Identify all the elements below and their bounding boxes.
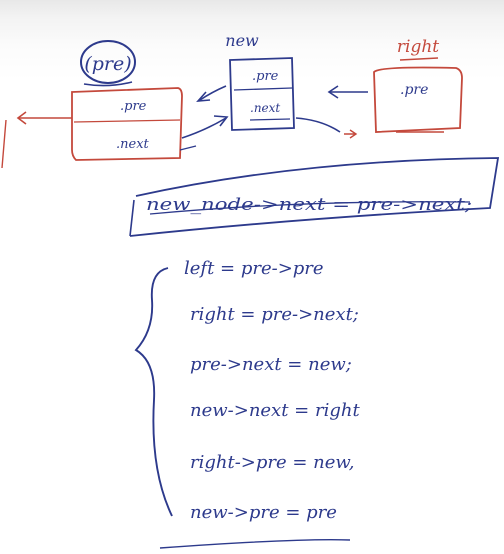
pre-next-arrow — [181, 117, 227, 139]
left-brace — [134, 267, 173, 517]
step-6: new->pre = pre — [190, 502, 337, 523]
middle-node-field-pre: .pre — [252, 69, 279, 84]
left-node-arrowhead — [16, 111, 27, 125]
step-4: new->next = right — [190, 400, 360, 421]
step-1: left = pre->pre — [184, 258, 324, 279]
left-node-field-next: .next — [116, 137, 150, 152]
left-edge-stroke — [1, 119, 7, 169]
middle-node-box — [229, 57, 295, 131]
pre-next-arrowhead — [213, 115, 229, 127]
right-node-label: right — [397, 37, 439, 57]
step-5: right->pre = new, — [190, 452, 354, 473]
statement-box-outline — [129, 157, 500, 237]
left-node-label: (pre) — [84, 53, 131, 75]
right-node-field-pre: .pre — [400, 82, 428, 98]
new-next-arrow-tail — [344, 129, 358, 139]
right-pre-arrowhead — [327, 85, 339, 99]
step-list: left = pre->pre right = pre->next; pre->… — [184, 258, 360, 523]
right-node: right .pre — [295, 37, 463, 139]
left-node: (pre) .pre .next — [1, 40, 183, 169]
statement-box: new_node->next = pre->next; — [129, 157, 500, 237]
left-node-divider — [73, 119, 181, 123]
middle-node: new .pre .next — [225, 31, 295, 131]
left-middle-links — [179, 85, 229, 151]
pre-label-underline — [83, 81, 133, 87]
step-2: right = pre->next; — [190, 304, 359, 325]
statement-box-left-edge — [129, 199, 135, 237]
middle-node-field-next: .next — [250, 101, 280, 115]
left-node-box — [71, 87, 183, 161]
left-node-field-pre: .pre — [120, 99, 147, 114]
right-label-underline — [399, 57, 439, 61]
new-pre-arrowhead — [196, 91, 211, 102]
bottom-stroke — [159, 538, 351, 549]
boxed-statement: new_node->next = pre->next; — [146, 195, 472, 215]
middle-node-underline — [249, 118, 291, 121]
middle-node-label: new — [225, 31, 259, 50]
new-pre-arrow — [199, 85, 227, 101]
right-node-box — [373, 66, 463, 133]
statement-box-lower — [149, 201, 471, 215]
middle-node-divider — [233, 87, 293, 91]
new-next-arrow — [295, 117, 341, 133]
step-3: pre->next = new; — [190, 354, 352, 375]
pre-label-circle — [80, 40, 136, 84]
stub-arrow — [179, 145, 197, 151]
